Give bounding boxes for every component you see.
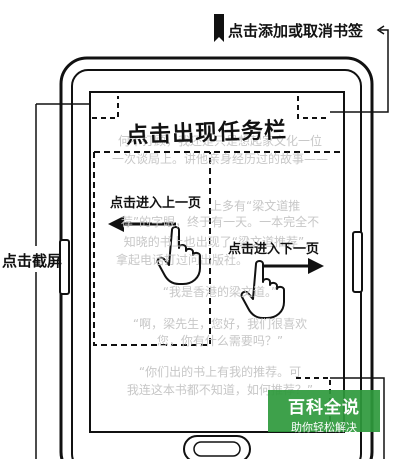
book-text-line: 我连这本书都不知道，如何推荐？” (126, 383, 314, 397)
bookmark-pointer-line (330, 29, 389, 113)
ereader-screen (89, 91, 345, 433)
bookmark-zone (297, 96, 330, 119)
book-text-line: 拿起电话打过问出版社。 (116, 253, 249, 267)
bookmark-label: 点击添加或取消书签 (228, 22, 364, 40)
home-button-inner (193, 441, 241, 457)
book-text-line: 您，你有什么需要吗？” (156, 334, 284, 348)
prev-page-arrowhead (108, 216, 124, 232)
screenshot-label: 点击截屏 (2, 252, 63, 270)
watermark: 百科全说 助你轻松解决 (268, 390, 380, 434)
next-page-label: 点击进入下一页 (228, 242, 320, 257)
corner-zone-top-left (92, 96, 119, 119)
book-text-line: 荐”的字眼，终于有一天。一本完全不 (120, 215, 320, 229)
book-text-line: 一次谈局上。讲他亲身经历过的故事—— (111, 152, 328, 166)
bottom-right-pointer-line (330, 377, 385, 459)
prev-page-label: 点击进入上一页 (110, 196, 202, 211)
right-side-button (352, 231, 363, 293)
book-text-line: 知晓的书上也出现了“梁文道推荐”， (123, 235, 317, 249)
book-text-line: “啊，梁先生，您好，我们很喜欢 (132, 317, 308, 331)
watermark-subtitle: 助你轻松解决 (291, 421, 357, 434)
book-text-line: “我是香港的梁文道。” (162, 285, 278, 299)
book-text-line: 上多有“梁文道推 (210, 199, 301, 213)
book-text-line: 何不打顾，我还是只是想起家文化一位 (117, 134, 322, 148)
prev-page-zone (93, 152, 211, 346)
hand-pointer-icon-right (240, 260, 285, 319)
watermark-title: 百科全说 (288, 398, 360, 418)
hand-pointer-icon-left (156, 226, 201, 285)
menu-label: 点击出现任务栏 (125, 118, 288, 149)
corner-zone-bottom-right (296, 377, 331, 430)
book-text-line: “你们出的书上有我的推荐。可 (138, 365, 302, 379)
left-side-button (59, 239, 70, 295)
bookmark-icon (214, 14, 224, 42)
next-page-arrowhead (308, 258, 324, 274)
bookmark-pointer-arrowhead (376, 25, 385, 35)
